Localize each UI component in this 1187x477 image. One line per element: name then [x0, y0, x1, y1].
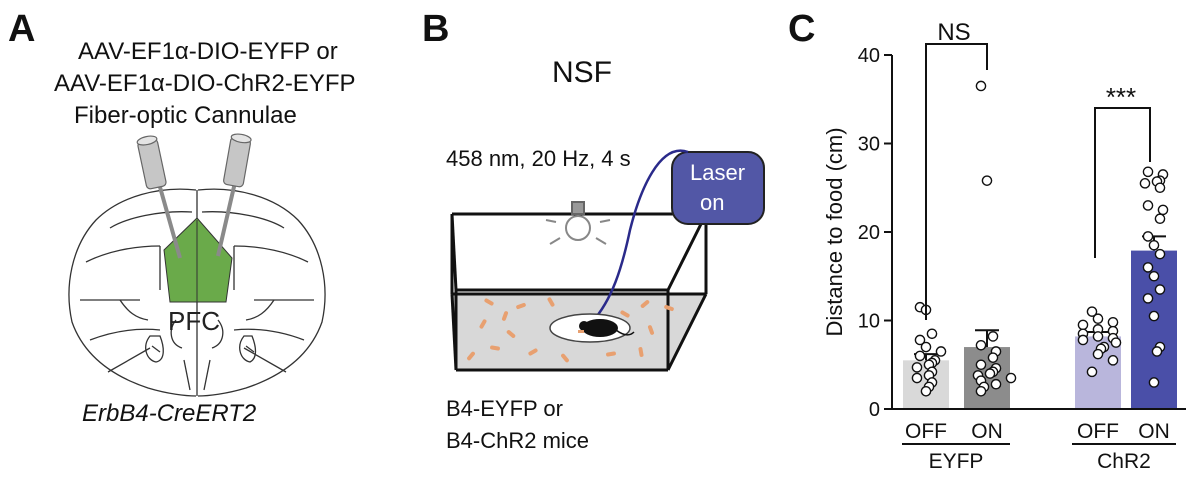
data-point: [1142, 262, 1154, 273]
y-tick-label: 40: [858, 45, 880, 67]
data-point: [1154, 248, 1166, 260]
data-point: [975, 339, 987, 351]
data-point: [1148, 239, 1160, 251]
right-cannula-icon: [223, 133, 252, 188]
data-point: [1092, 348, 1104, 360]
mice-line-2: B4-ChR2 mice: [446, 428, 590, 453]
data-point: [1148, 377, 1160, 388]
data-point: [1005, 372, 1017, 384]
mice-line-1: B4-EYFP or: [446, 396, 563, 421]
data-point: [1154, 182, 1166, 194]
data-point: [1092, 313, 1104, 325]
y-axis-label: Distance to food (cm): [822, 127, 847, 336]
y-tick-label: 30: [858, 134, 880, 156]
data-point: [981, 175, 993, 186]
pfc-region: [163, 217, 233, 303]
left-cannula-icon: [136, 135, 167, 190]
data-point: [1142, 293, 1154, 304]
x-group-label: ChR2: [1097, 450, 1151, 473]
panel-c-letter: C: [788, 8, 816, 50]
x-category-label: OFF: [905, 420, 947, 443]
data-point: [1142, 166, 1154, 178]
x-category-label: OFF: [1077, 420, 1119, 443]
data-point: [987, 352, 999, 363]
x-group-label: EYFP: [929, 450, 984, 473]
panel-b-letter: B: [422, 8, 450, 50]
data-point: [975, 80, 987, 92]
laser-label-2: on: [700, 190, 725, 215]
x-category-label: ON: [1138, 420, 1170, 443]
data-point: [1086, 366, 1098, 378]
data-point: [1086, 306, 1098, 317]
significance-eyfp: NS: [937, 19, 970, 46]
test-label: NSF: [552, 56, 612, 89]
panel-a-letter: A: [8, 8, 36, 50]
right-fiber: [216, 177, 238, 257]
virus-line-1: AAV-EF1α-DIO-EYFP or: [78, 38, 338, 65]
data-point: [1148, 310, 1160, 322]
data-point: [1154, 284, 1166, 295]
data-point: [911, 362, 923, 373]
brain-outline: [68, 188, 326, 397]
data-point: [1151, 346, 1163, 357]
data-point: [1154, 213, 1166, 225]
data-point: [1077, 319, 1089, 331]
data-point: [987, 331, 999, 342]
y-tick-label: 20: [858, 222, 880, 244]
data-point: [926, 328, 938, 340]
y-tick-label: 10: [858, 311, 880, 333]
data-point: [975, 385, 987, 397]
data-point: [935, 346, 947, 357]
data-point: [1110, 337, 1122, 348]
bracket-chr2: [1094, 107, 1151, 258]
data-point: [1077, 334, 1089, 346]
data-point: [984, 368, 996, 379]
data-point: [1139, 178, 1151, 189]
laser-label-1: Laser: [690, 160, 746, 185]
brain-section-diagram: [68, 133, 326, 397]
y-tick-label: 0: [869, 399, 880, 421]
data-point: [920, 385, 932, 397]
left-fiber: [156, 179, 182, 259]
data-point: [1107, 316, 1119, 328]
data-point: [914, 334, 926, 346]
data-point: [1092, 331, 1104, 342]
significance-chr2: ***: [1106, 82, 1136, 112]
data-point: [990, 378, 1002, 390]
data-point: [1157, 204, 1169, 216]
pfc-label: PFC: [168, 306, 220, 336]
data-point: [975, 359, 987, 371]
data-point: [1142, 231, 1154, 242]
bar: [964, 347, 1010, 409]
bracket-eyfp: [925, 43, 988, 320]
data-point: [1148, 270, 1160, 282]
data-point: [911, 372, 923, 384]
virus-line-2: AAV-EF1α-DIO-ChR2-EYFP: [54, 70, 356, 97]
implant-label: Fiber-optic Cannulae: [74, 102, 297, 129]
x-category-label: ON: [971, 420, 1003, 443]
data-point: [914, 350, 926, 362]
data-point: [1107, 355, 1119, 366]
data-point: [1142, 200, 1154, 211]
mouse-line-label: ErbB4-CreERT2: [82, 400, 257, 427]
data-point: [920, 341, 932, 353]
